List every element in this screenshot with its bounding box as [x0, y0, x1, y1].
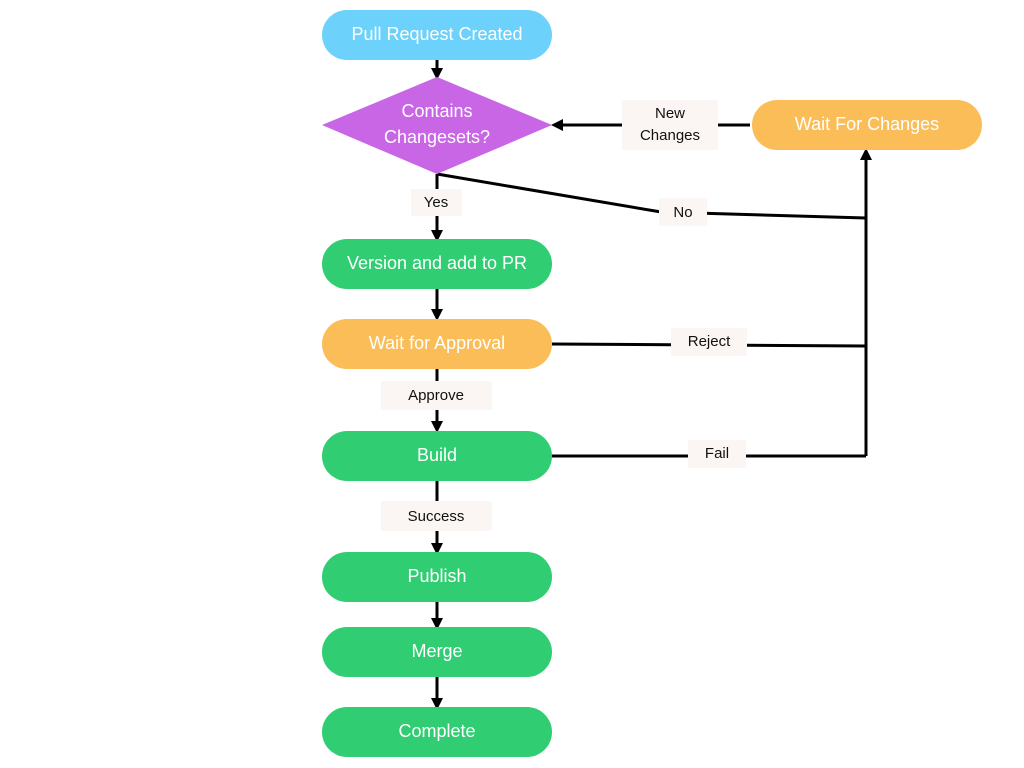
new-changes-label-line2: Changes: [640, 127, 700, 144]
version-box: [322, 239, 552, 289]
wait-for-approval-box: [322, 319, 552, 369]
no-label: No: [673, 204, 692, 221]
node-merge: Merge: [322, 627, 552, 677]
success-label: Success: [408, 508, 465, 525]
node-build: Build: [322, 431, 552, 481]
edge-label-no: No: [659, 198, 707, 226]
new-changes-label-line1: New: [655, 105, 685, 122]
no-label-bg: [659, 198, 707, 226]
fail-label-bg: [688, 440, 746, 468]
new-changes-label-bg: [622, 100, 718, 150]
complete-box: [322, 707, 552, 757]
edge-decision-no: [436, 172, 867, 220]
decision-label-line2: Changesets?: [384, 127, 490, 147]
decision-label-line1: Contains: [401, 101, 472, 121]
merge-label: Merge: [411, 641, 462, 661]
wait-for-approval-label: Wait for Approval: [369, 333, 505, 353]
build-label: Build: [417, 445, 457, 465]
reject-label: Reject: [688, 333, 731, 350]
build-box: [322, 431, 552, 481]
reject-label-bg: [671, 328, 747, 356]
decision-diamond: [322, 77, 552, 174]
node-complete: Complete: [322, 707, 552, 757]
yes-label: Yes: [424, 194, 448, 211]
wait-for-changes-label: Wait For Changes: [795, 114, 939, 134]
node-version-and-add: Version and add to PR: [322, 239, 552, 289]
success-label-bg: [381, 501, 492, 531]
merge-box: [322, 627, 552, 677]
node-wait-for-approval: Wait for Approval: [322, 319, 552, 369]
node-publish: Publish: [322, 552, 552, 602]
start-terminal: [322, 10, 552, 60]
publish-box: [322, 552, 552, 602]
fail-label: Fail: [705, 445, 729, 462]
node-pull-request-created: Pull Request Created: [322, 10, 552, 60]
version-label: Version and add to PR: [347, 253, 527, 273]
node-wait-for-changes: Wait For Changes: [752, 100, 982, 150]
yes-label-bg: [411, 189, 462, 216]
complete-label: Complete: [398, 721, 475, 741]
approve-label: Approve: [408, 387, 464, 404]
edge-label-success: Success: [381, 501, 492, 531]
approve-label-bg: [381, 381, 492, 410]
wait-for-changes-box: [752, 100, 982, 150]
pull-request-created-label: Pull Request Created: [351, 24, 522, 44]
edge-label-fail: Fail: [688, 440, 746, 468]
edge-label-reject: Reject: [671, 328, 747, 356]
edge-label-approve: Approve: [381, 381, 492, 410]
edge-label-new-changes: New Changes: [622, 100, 718, 150]
node-contains-changesets: Contains Changesets?: [322, 77, 552, 174]
edge-label-yes: Yes: [411, 189, 462, 216]
publish-label: Publish: [407, 566, 466, 586]
